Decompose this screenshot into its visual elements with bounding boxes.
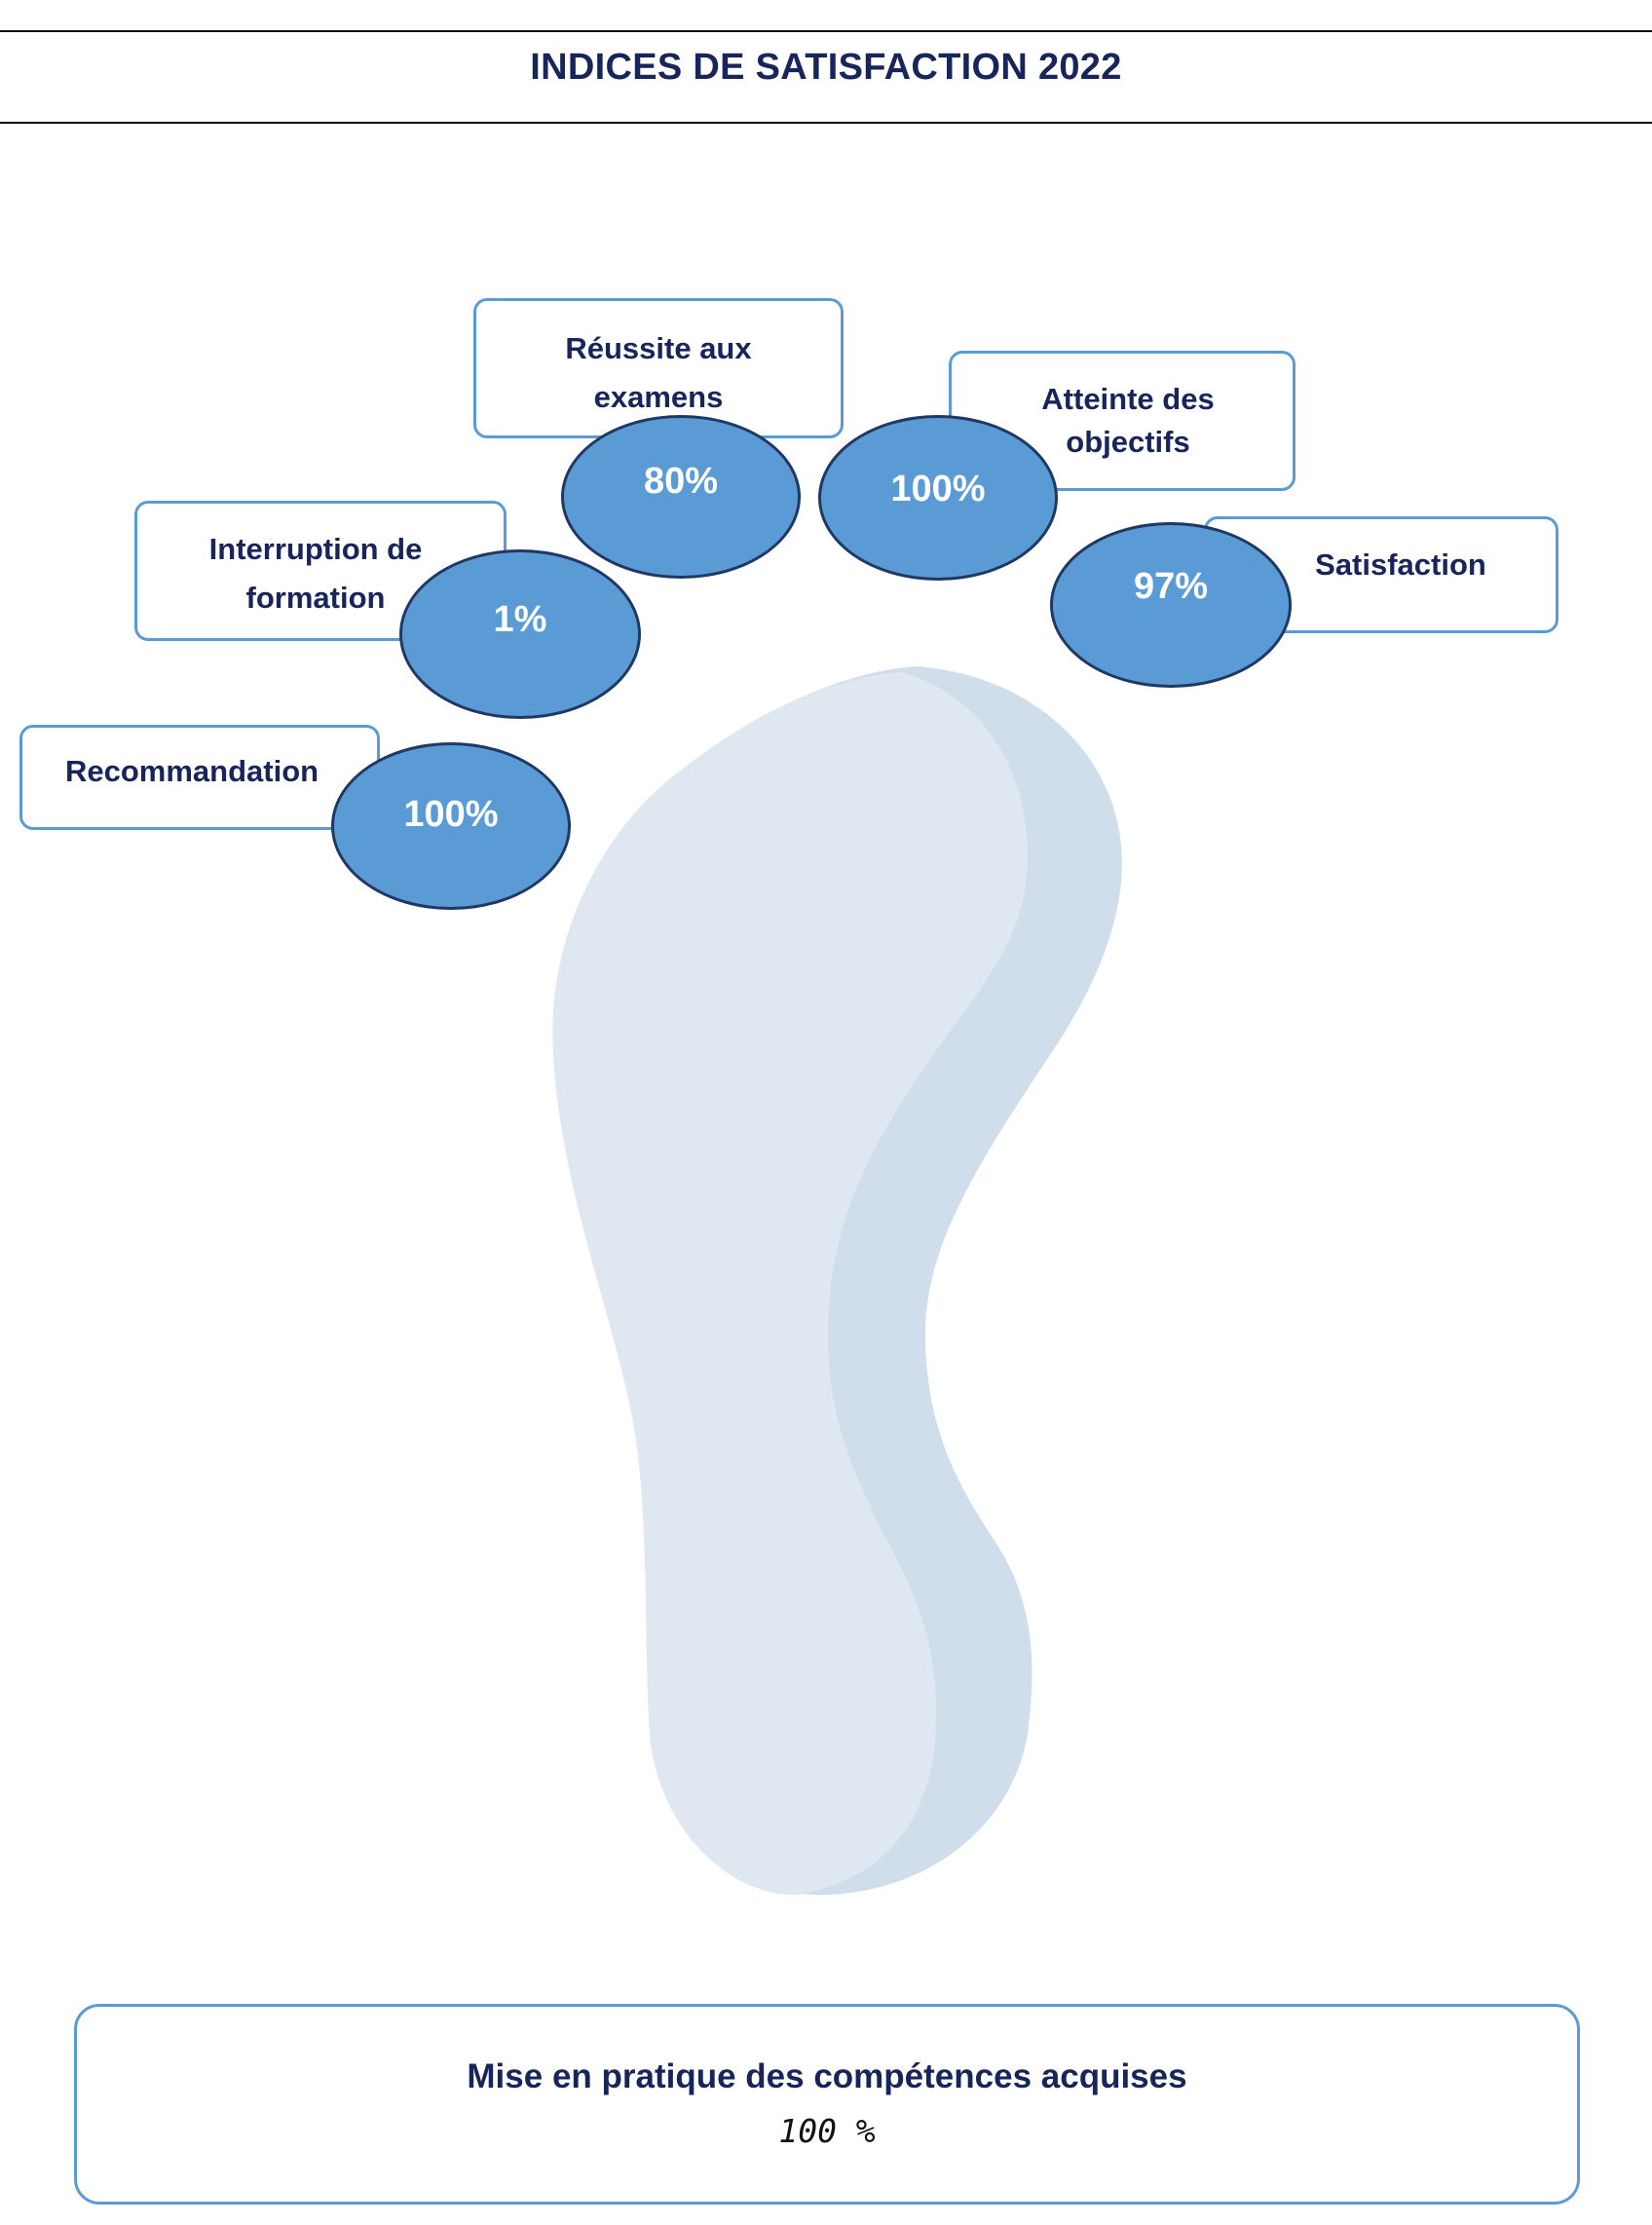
- page-title: INDICES DE SATISFACTION 2022: [530, 47, 1122, 88]
- satisfaction-label: Satisfaction: [1315, 547, 1486, 582]
- satisfaction-value: 97%: [1133, 566, 1209, 607]
- reussite-label-line1: Réussite aux: [565, 331, 752, 365]
- competences-box: Mise en pratique des compétences acquise…: [74, 2004, 1580, 2205]
- reussite-value: 80%: [643, 461, 719, 502]
- interruption-label-line1: Interruption de: [208, 532, 423, 566]
- atteinte-label-line1: Atteinte des: [1041, 382, 1215, 416]
- competences-label: Mise en pratique des compétences acquise…: [467, 2057, 1187, 2095]
- footprint-sole: [552, 672, 1028, 1896]
- recommandation-label-box: Recommandation: [19, 725, 380, 830]
- top-rule: [0, 30, 1652, 32]
- interruption-label-line2: formation: [245, 581, 386, 615]
- atteinte-label-line2: objectifs: [1066, 425, 1190, 459]
- satisfaction-value-oval: 97%: [1050, 522, 1292, 688]
- recommandation-value: 100%: [403, 794, 499, 835]
- reussite-value-oval: 80%: [561, 415, 801, 579]
- atteinte-value-oval: 100%: [818, 415, 1058, 581]
- title-bottom-rule: [0, 122, 1652, 124]
- reussite-label-line2: examens: [593, 380, 724, 414]
- atteinte-value: 100%: [890, 469, 986, 509]
- interruption-value-oval: 1%: [399, 549, 641, 719]
- recommandation-value-oval: 100%: [331, 742, 571, 910]
- recommandation-label: Recommandation: [65, 754, 319, 788]
- interruption-value: 1%: [493, 599, 547, 640]
- reussite-label-box: Réussite aux examens: [473, 298, 844, 438]
- competences-value: 100 %: [778, 2112, 876, 2150]
